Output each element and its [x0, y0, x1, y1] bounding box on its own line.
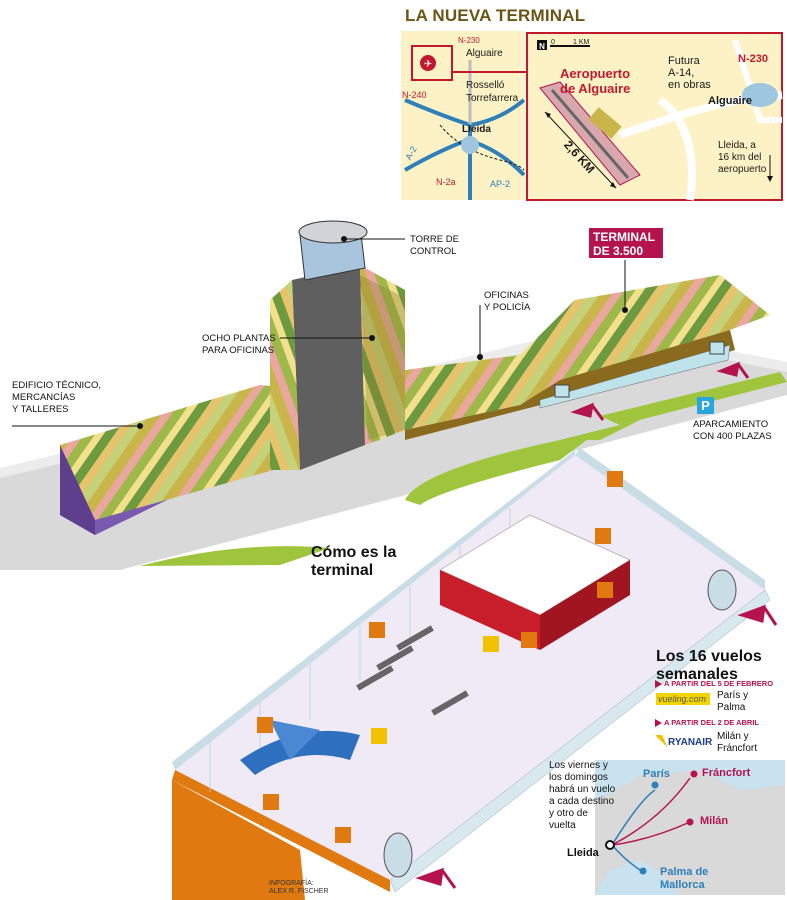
flights-heading: Los 16 vuelos semanales: [656, 648, 762, 683]
floors-label: OCHO PLANTAS PARA OFICINAS: [202, 333, 276, 356]
city-lleida: Lleida: [567, 847, 599, 859]
ryanair-destinations: Milán y Fráncfort: [717, 731, 758, 754]
tower-label: TORRE DE CONTROL: [410, 234, 459, 257]
airport-label: Aeropuerto de Alguaire: [560, 66, 631, 96]
interior-heading: Cómo es la terminal: [311, 544, 397, 579]
detail-road-n230: N-230: [738, 53, 768, 65]
locator-map: ✈: [401, 31, 527, 200]
future-road-label: Futura A-14, en obras: [668, 55, 711, 91]
detail-map: N: [526, 32, 783, 201]
svg-text:N: N: [539, 42, 545, 51]
ryanair-logo: RYANAIR: [668, 737, 713, 748]
city-paris: París: [643, 768, 670, 780]
page-title: LA NUEVA TERMINAL: [405, 6, 586, 25]
route-map: [595, 760, 785, 895]
vueling-start-date: A PARTIR DEL 5 DE FEBRERO: [664, 679, 774, 688]
town-label-alguaire: Alguaire: [466, 48, 503, 59]
ryanair-harp-icon: [655, 735, 668, 748]
terminal-interior: [172, 448, 778, 900]
vueling-destinations: París y Palma: [717, 690, 749, 713]
parking-label: APARCAMIENTO CON 400 PLAZAS: [693, 419, 772, 442]
lleida-distance-note: Lleida, a 16 km del aeropuerto: [718, 140, 767, 175]
city-frankfurt: Fráncfort: [702, 767, 751, 779]
ryanair-start-date: A PARTIR DEL 2 DE ABRIL: [664, 718, 760, 727]
city-palma: Palma de Mallorca: [660, 866, 709, 891]
city-milan: Milán: [700, 815, 729, 827]
road-label-n230: N-230: [458, 36, 480, 45]
vueling-logo: vueling.com: [658, 694, 707, 704]
parking-icon: P: [701, 398, 710, 413]
road-label-ap2: AP-2: [490, 179, 511, 189]
town-label-torrefarrera: Torrefarrera: [466, 93, 519, 104]
road-label-n240: N-240: [402, 90, 427, 100]
detail-town-alguaire: Alguaire: [708, 95, 753, 107]
town-label-lleida: Lleida: [462, 124, 491, 135]
scale-one-km: 1 KM: [573, 39, 590, 46]
terminal-size-badge: TERMINAL DE 3.500 m²: [589, 228, 663, 272]
building-exterior: [0, 220, 787, 570]
svg-text:✈: ✈: [424, 59, 432, 70]
vueling-logo-bg: [656, 693, 710, 705]
credits: INFOGRAFÍA: ALEX R. FISCHER: [269, 880, 329, 895]
scale-zero: 0: [551, 39, 555, 46]
offices-police-label: OFICINAS Y POLICÍA: [484, 290, 531, 313]
road-label-n2a: N-2a: [436, 177, 456, 187]
technical-building-label: EDIFICIO TÉCNICO, MERCANCÍAS Y TALLERES: [12, 380, 102, 415]
frequency-note: Los viernes y los domingos habrá un vuel…: [549, 760, 616, 831]
town-label-rossello: Rosselló: [466, 80, 505, 91]
